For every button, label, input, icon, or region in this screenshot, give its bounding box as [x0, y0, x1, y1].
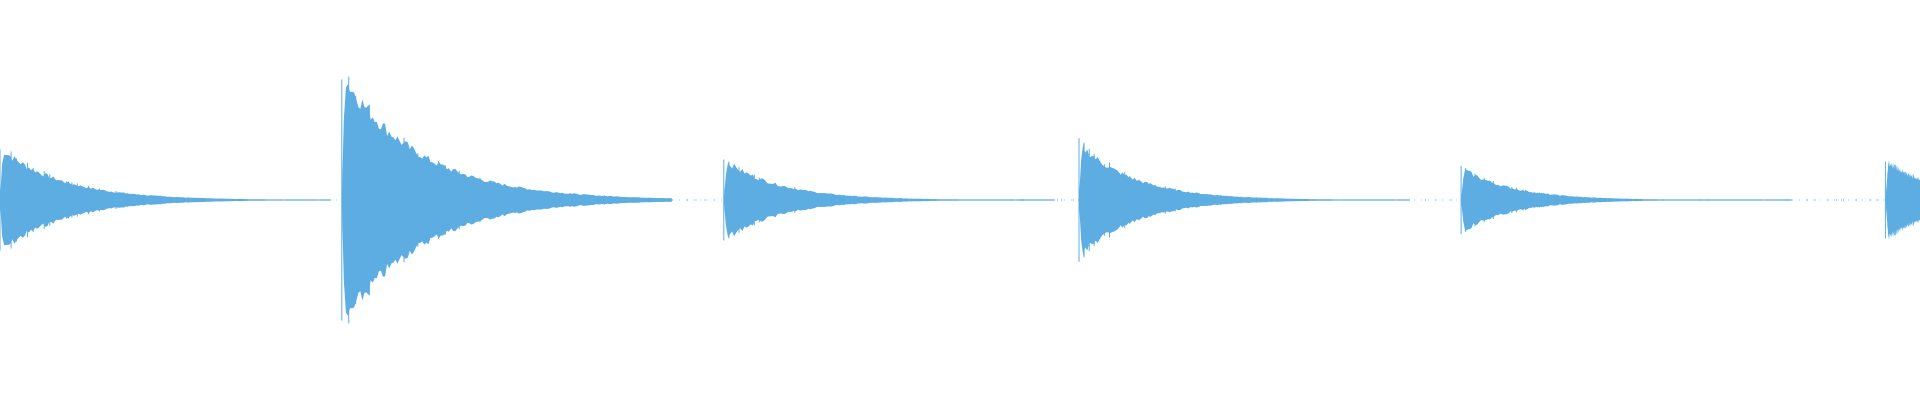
waveform-envelope: [341, 84, 672, 316]
waveform-tail-dot: [1450, 199, 1452, 201]
waveform-tail-dot: [671, 199, 673, 201]
waveform-tail-dot: [1843, 199, 1844, 201]
waveform-tail-dot: [695, 199, 697, 201]
waveform-tail-dot: [704, 199, 706, 201]
waveform-hit-5: [1460, 165, 1920, 235]
waveform-tail-dot: [1053, 199, 1055, 201]
waveform-hit-2: [341, 76, 866, 324]
waveform-envelope: [0, 154, 330, 246]
waveform-tail-dot: [1877, 199, 1879, 201]
waveform-tail-dot: [1435, 199, 1437, 201]
waveform-tail-dot: [714, 199, 716, 201]
waveform-tail-dot: [1409, 199, 1410, 201]
waveform-hit-4: [1078, 138, 1599, 262]
waveform-tail-dot: [1870, 199, 1872, 201]
waveform-tail-dot: [1791, 199, 1793, 201]
waveform-tail-dot: [1806, 199, 1808, 201]
waveform-tail-dot: [1061, 199, 1062, 201]
waveform-tail-dot: [1814, 199, 1816, 201]
waveform-tail-dot: [330, 199, 331, 201]
waveform-tail-dot: [1827, 199, 1829, 201]
waveform-envelope: [1079, 143, 1409, 257]
waveform-hit-1: [0, 149, 531, 251]
waveform-tail-dot: [1855, 199, 1857, 201]
waveform-envelope: [1461, 168, 1792, 232]
waveform-envelope: [1885, 160, 1920, 240]
waveform-tail-dot: [1072, 199, 1074, 201]
waveform-tail-dot: [687, 199, 689, 201]
waveform-tail-dot: [1425, 199, 1426, 201]
waveform-hits: [0, 76, 1920, 324]
waveform-hit-6: [1884, 160, 1920, 240]
waveform-tail-dot: [1835, 199, 1837, 201]
waveform-envelope: [723, 162, 1054, 238]
